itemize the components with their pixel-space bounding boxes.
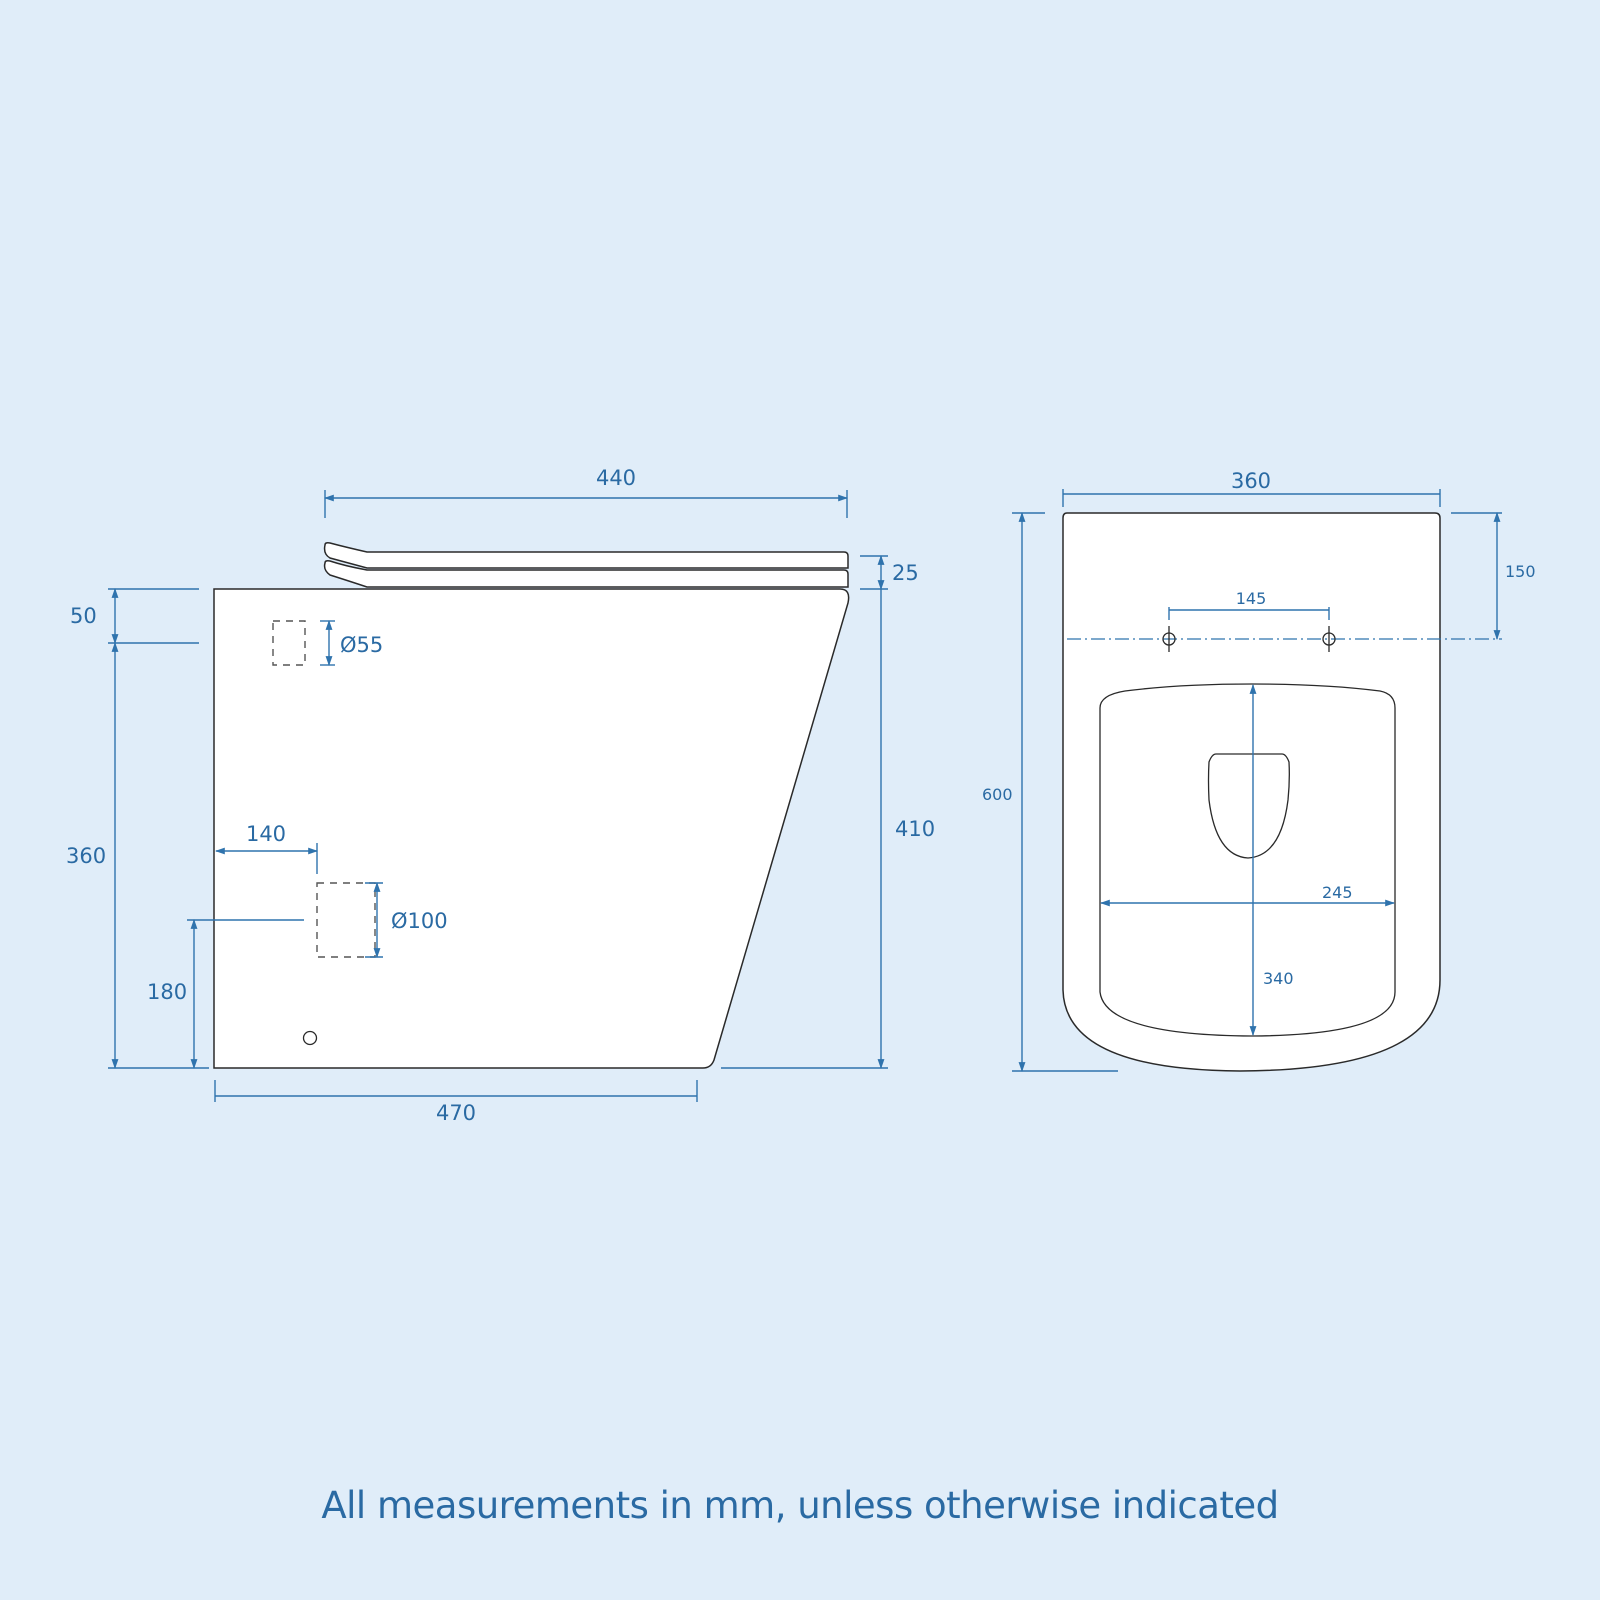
dim-top-to-inlet: 50	[70, 604, 97, 628]
dim-seat-thickness: 25	[892, 561, 919, 585]
dim-inlet-height: 360	[66, 844, 106, 868]
dim-outlet-height: 180	[147, 980, 187, 1004]
dim-outlet-diameter: Ø100	[391, 909, 448, 933]
dim-seat-width: 245	[1322, 883, 1353, 902]
dim-seat-length: 440	[596, 466, 636, 490]
units-note: All measurements in mm, unless otherwise…	[321, 1484, 1279, 1527]
dim-back-to-holes: 150	[1505, 562, 1536, 581]
pan-body-outline	[213, 588, 850, 1069]
dim-height-to-seat: 410	[895, 817, 935, 841]
dim-hole-spacing: 145	[1236, 589, 1267, 608]
dim-overall-depth: 470	[436, 1101, 476, 1125]
inlet-hidden-outline	[272, 620, 306, 666]
seat-top-outline	[1099, 683, 1396, 1037]
top-view: 360 600 150 145 245 340	[982, 469, 1536, 1072]
seat-lid	[323, 542, 849, 569]
dim-overall-width: 360	[1231, 469, 1271, 493]
dim-outlet-offset: 140	[246, 822, 286, 846]
side-view: 440 25 410 50 360 Ø55 140 Ø100	[66, 466, 935, 1125]
dim-inlet-diameter: Ø55	[340, 633, 383, 657]
bowl-opening-outline	[1207, 753, 1290, 859]
dim-overall-length: 600	[982, 785, 1013, 804]
seat-lower	[323, 560, 849, 588]
dim-seat-length-top: 340	[1263, 969, 1294, 988]
floor-fixing-hole	[302, 1030, 318, 1046]
